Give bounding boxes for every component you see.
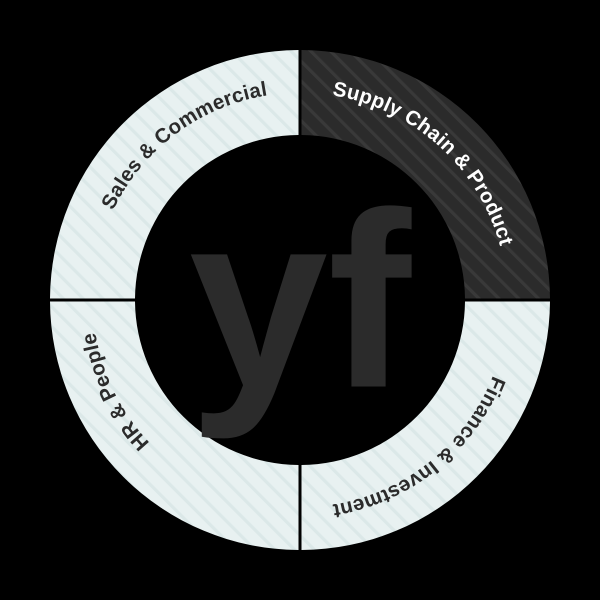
segment-arc-supply-chain[interactable]	[301, 50, 551, 299]
segment-arc-hr[interactable]	[50, 301, 299, 551]
segment-arc-finance[interactable]	[301, 301, 551, 551]
segment-arc-sales[interactable]	[50, 50, 299, 299]
segment-hr-and-people[interactable]: HR & People	[50, 301, 299, 551]
center-logo: yf	[189, 161, 412, 440]
logo-wordmark: yf	[189, 161, 412, 440]
